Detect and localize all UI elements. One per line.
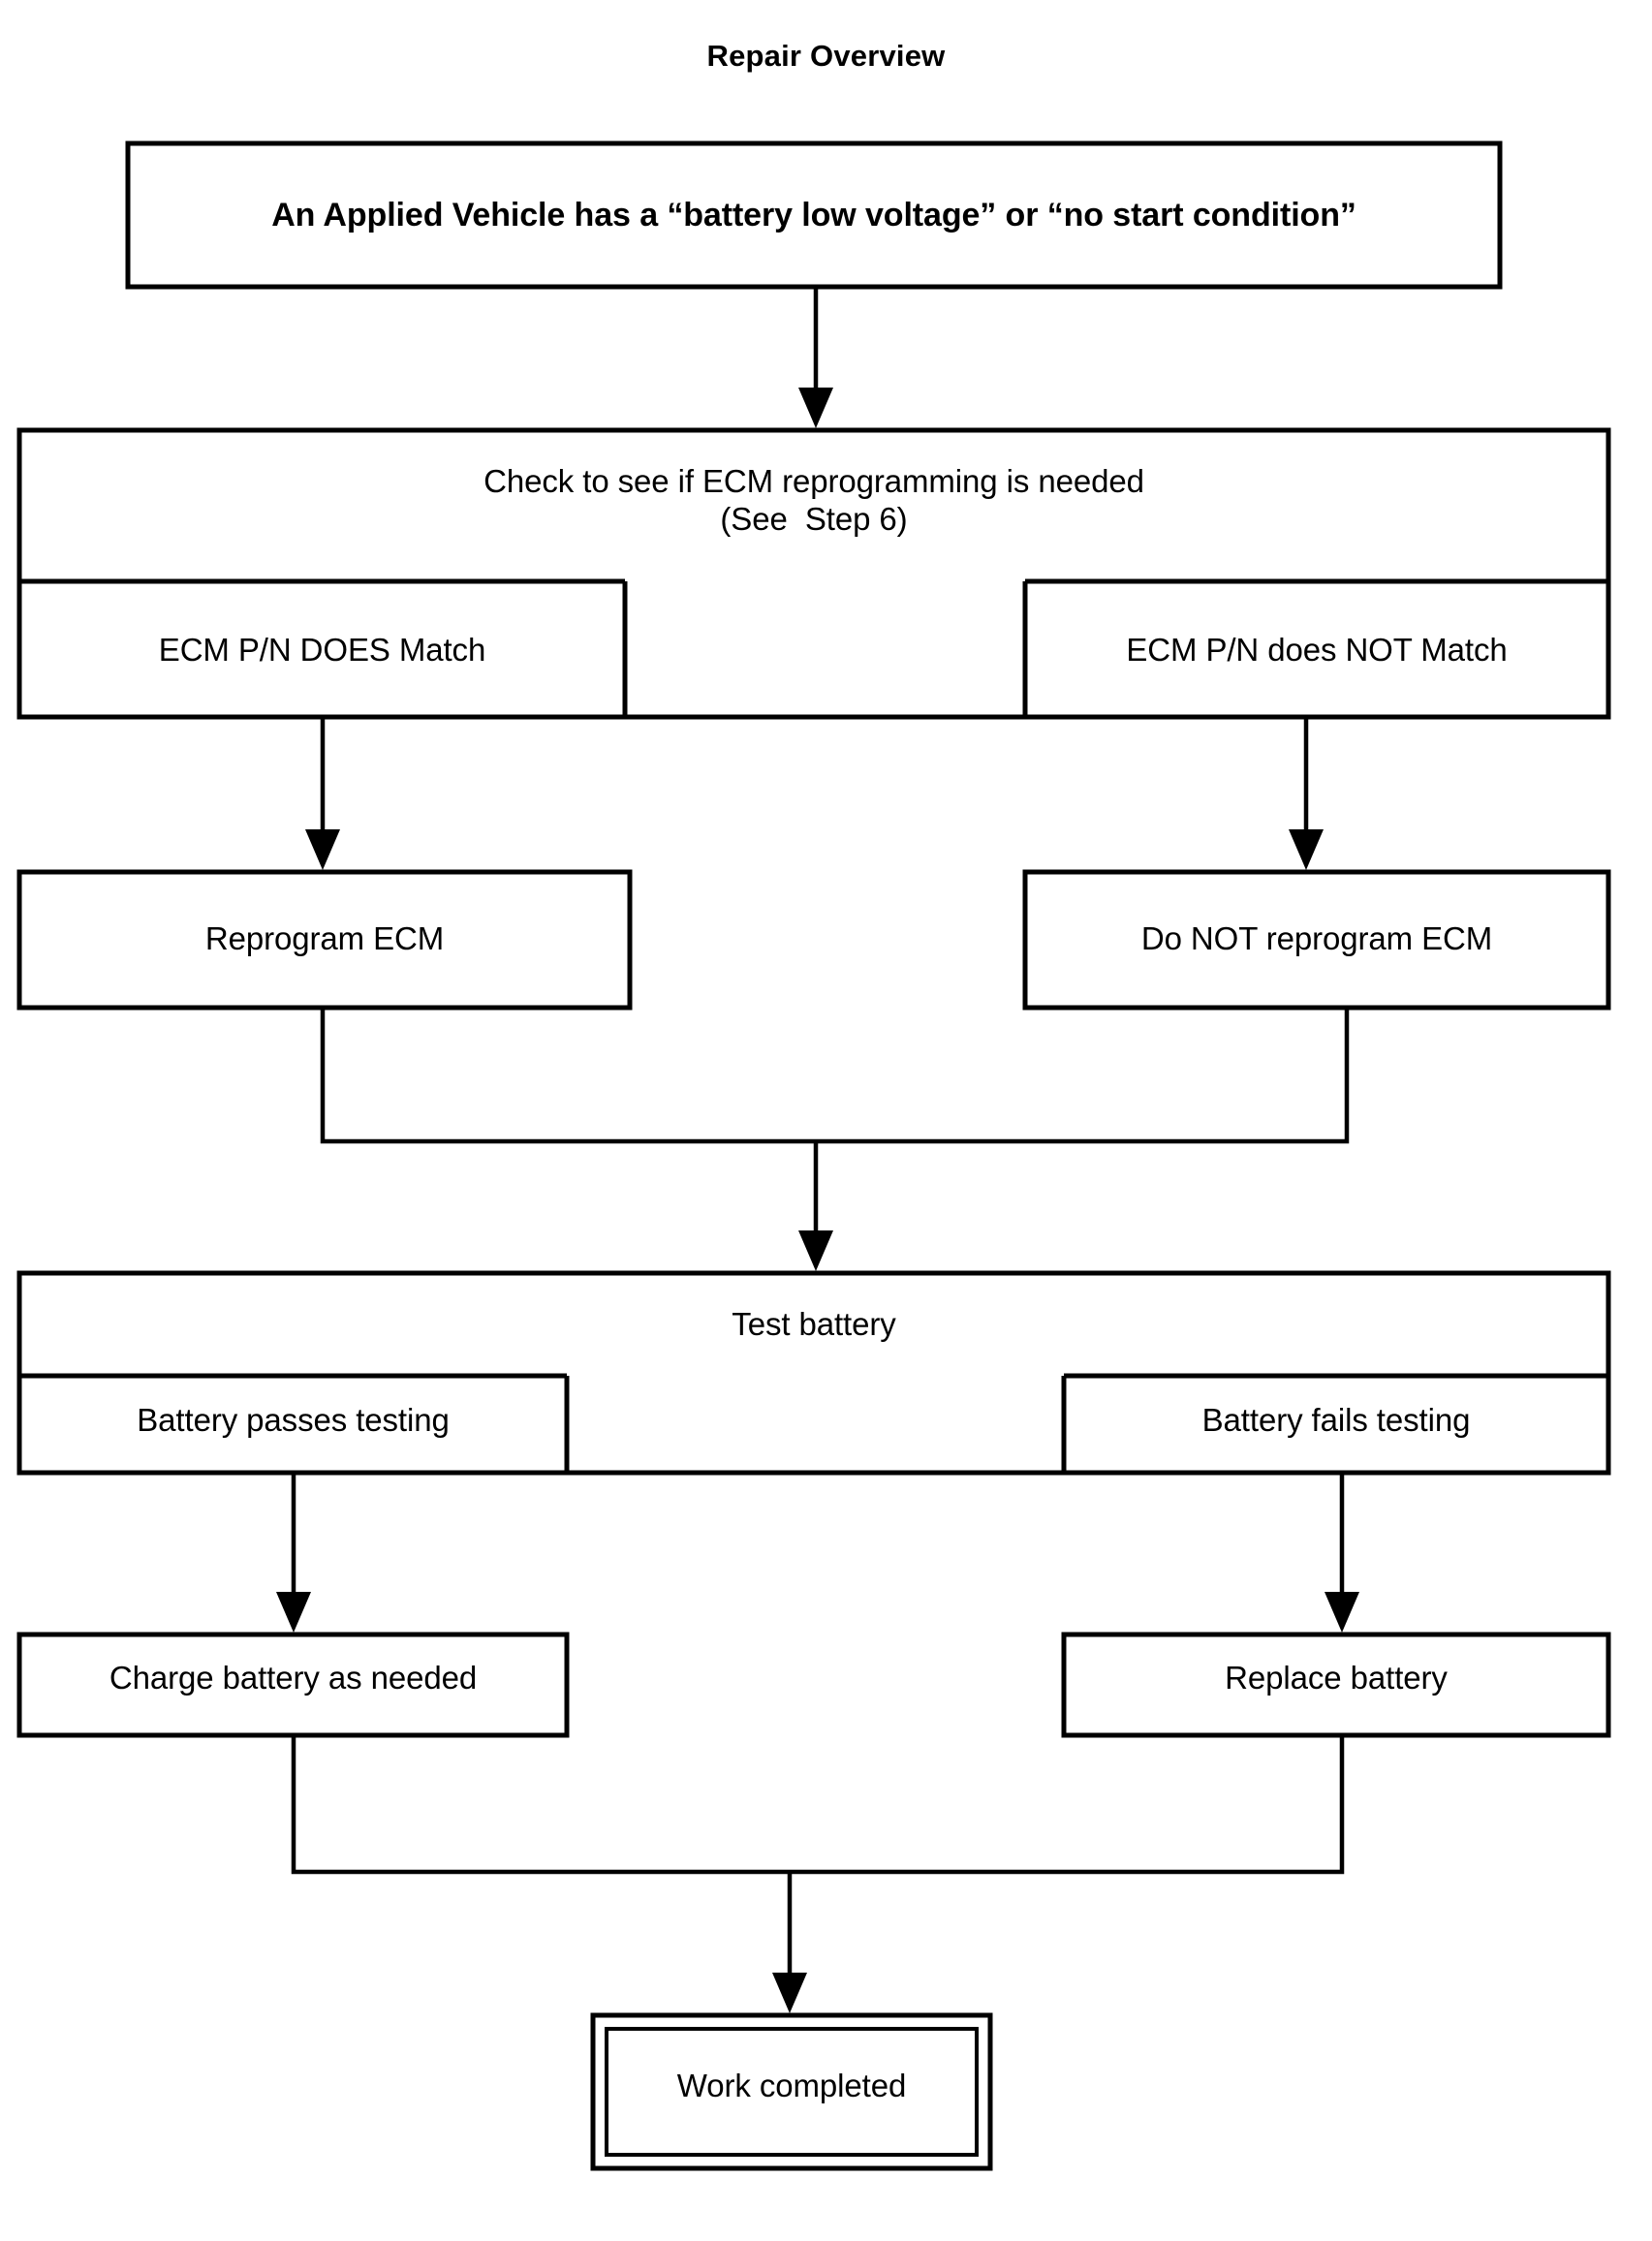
node-battery-fails-label: Battery fails testing <box>1201 1402 1471 1438</box>
node-ecm-does-match-label: ECM P/N DOES Match <box>158 632 486 668</box>
edge-merge-battery-branches <box>291 1735 1345 1875</box>
node-charge-battery-label: Charge battery as needed <box>109 1660 478 1696</box>
edge-fails-to-replace-arrowhead <box>1325 1592 1359 1633</box>
node-replace-battery-border <box>1061 1632 1611 1738</box>
node-reprogram-ecm-label: Reprogram ECM <box>204 920 445 956</box>
node-reprogram-ecm-border <box>16 869 633 1011</box>
node-start-label: An Applied Vehicle has a “battery low vo… <box>271 197 1356 233</box>
node-test-battery-border <box>16 1270 1611 1476</box>
node-charge-battery-border <box>16 1632 570 1738</box>
node-replace-battery-label: Replace battery <box>1225 1660 1448 1696</box>
node-start-border <box>125 140 1503 290</box>
node-battery-passes-label: Battery passes testing <box>137 1402 450 1438</box>
node-ecm-not-match-label: ECM P/N does NOT Match <box>1126 632 1508 668</box>
edge-does-match-to-reprogram-arrowhead <box>305 829 340 870</box>
edge-merge-reprogram-branches <box>320 1008 1350 1144</box>
edge-start-to-check-arrowhead <box>798 388 833 428</box>
node-work-completed-label: Work completed <box>676 2068 907 2103</box>
node-do-not-reprogram-ecm-border <box>1022 869 1611 1011</box>
node-work-completed-inner-border <box>605 2027 979 2157</box>
page-title: Repair Overview <box>706 39 946 73</box>
edge-merge-to-test-battery-arrowhead <box>798 1230 833 1271</box>
edge-passes-to-charge-arrowhead <box>276 1592 311 1633</box>
edge-merge-to-work-completed-arrowhead <box>772 1973 807 2013</box>
node-check-ecm-label: Check to see if ECM reprogramming is nee… <box>483 463 1144 537</box>
node-work-completed-outer-border <box>590 2012 993 2171</box>
node-do-not-reprogram-ecm-label: Do NOT reprogram ECM <box>1140 920 1493 956</box>
node-test-battery-label: Test battery <box>732 1306 896 1342</box>
edge-not-match-to-do-not-reprogram-arrowhead <box>1289 829 1324 870</box>
node-check-ecm-border <box>16 427 1611 720</box>
